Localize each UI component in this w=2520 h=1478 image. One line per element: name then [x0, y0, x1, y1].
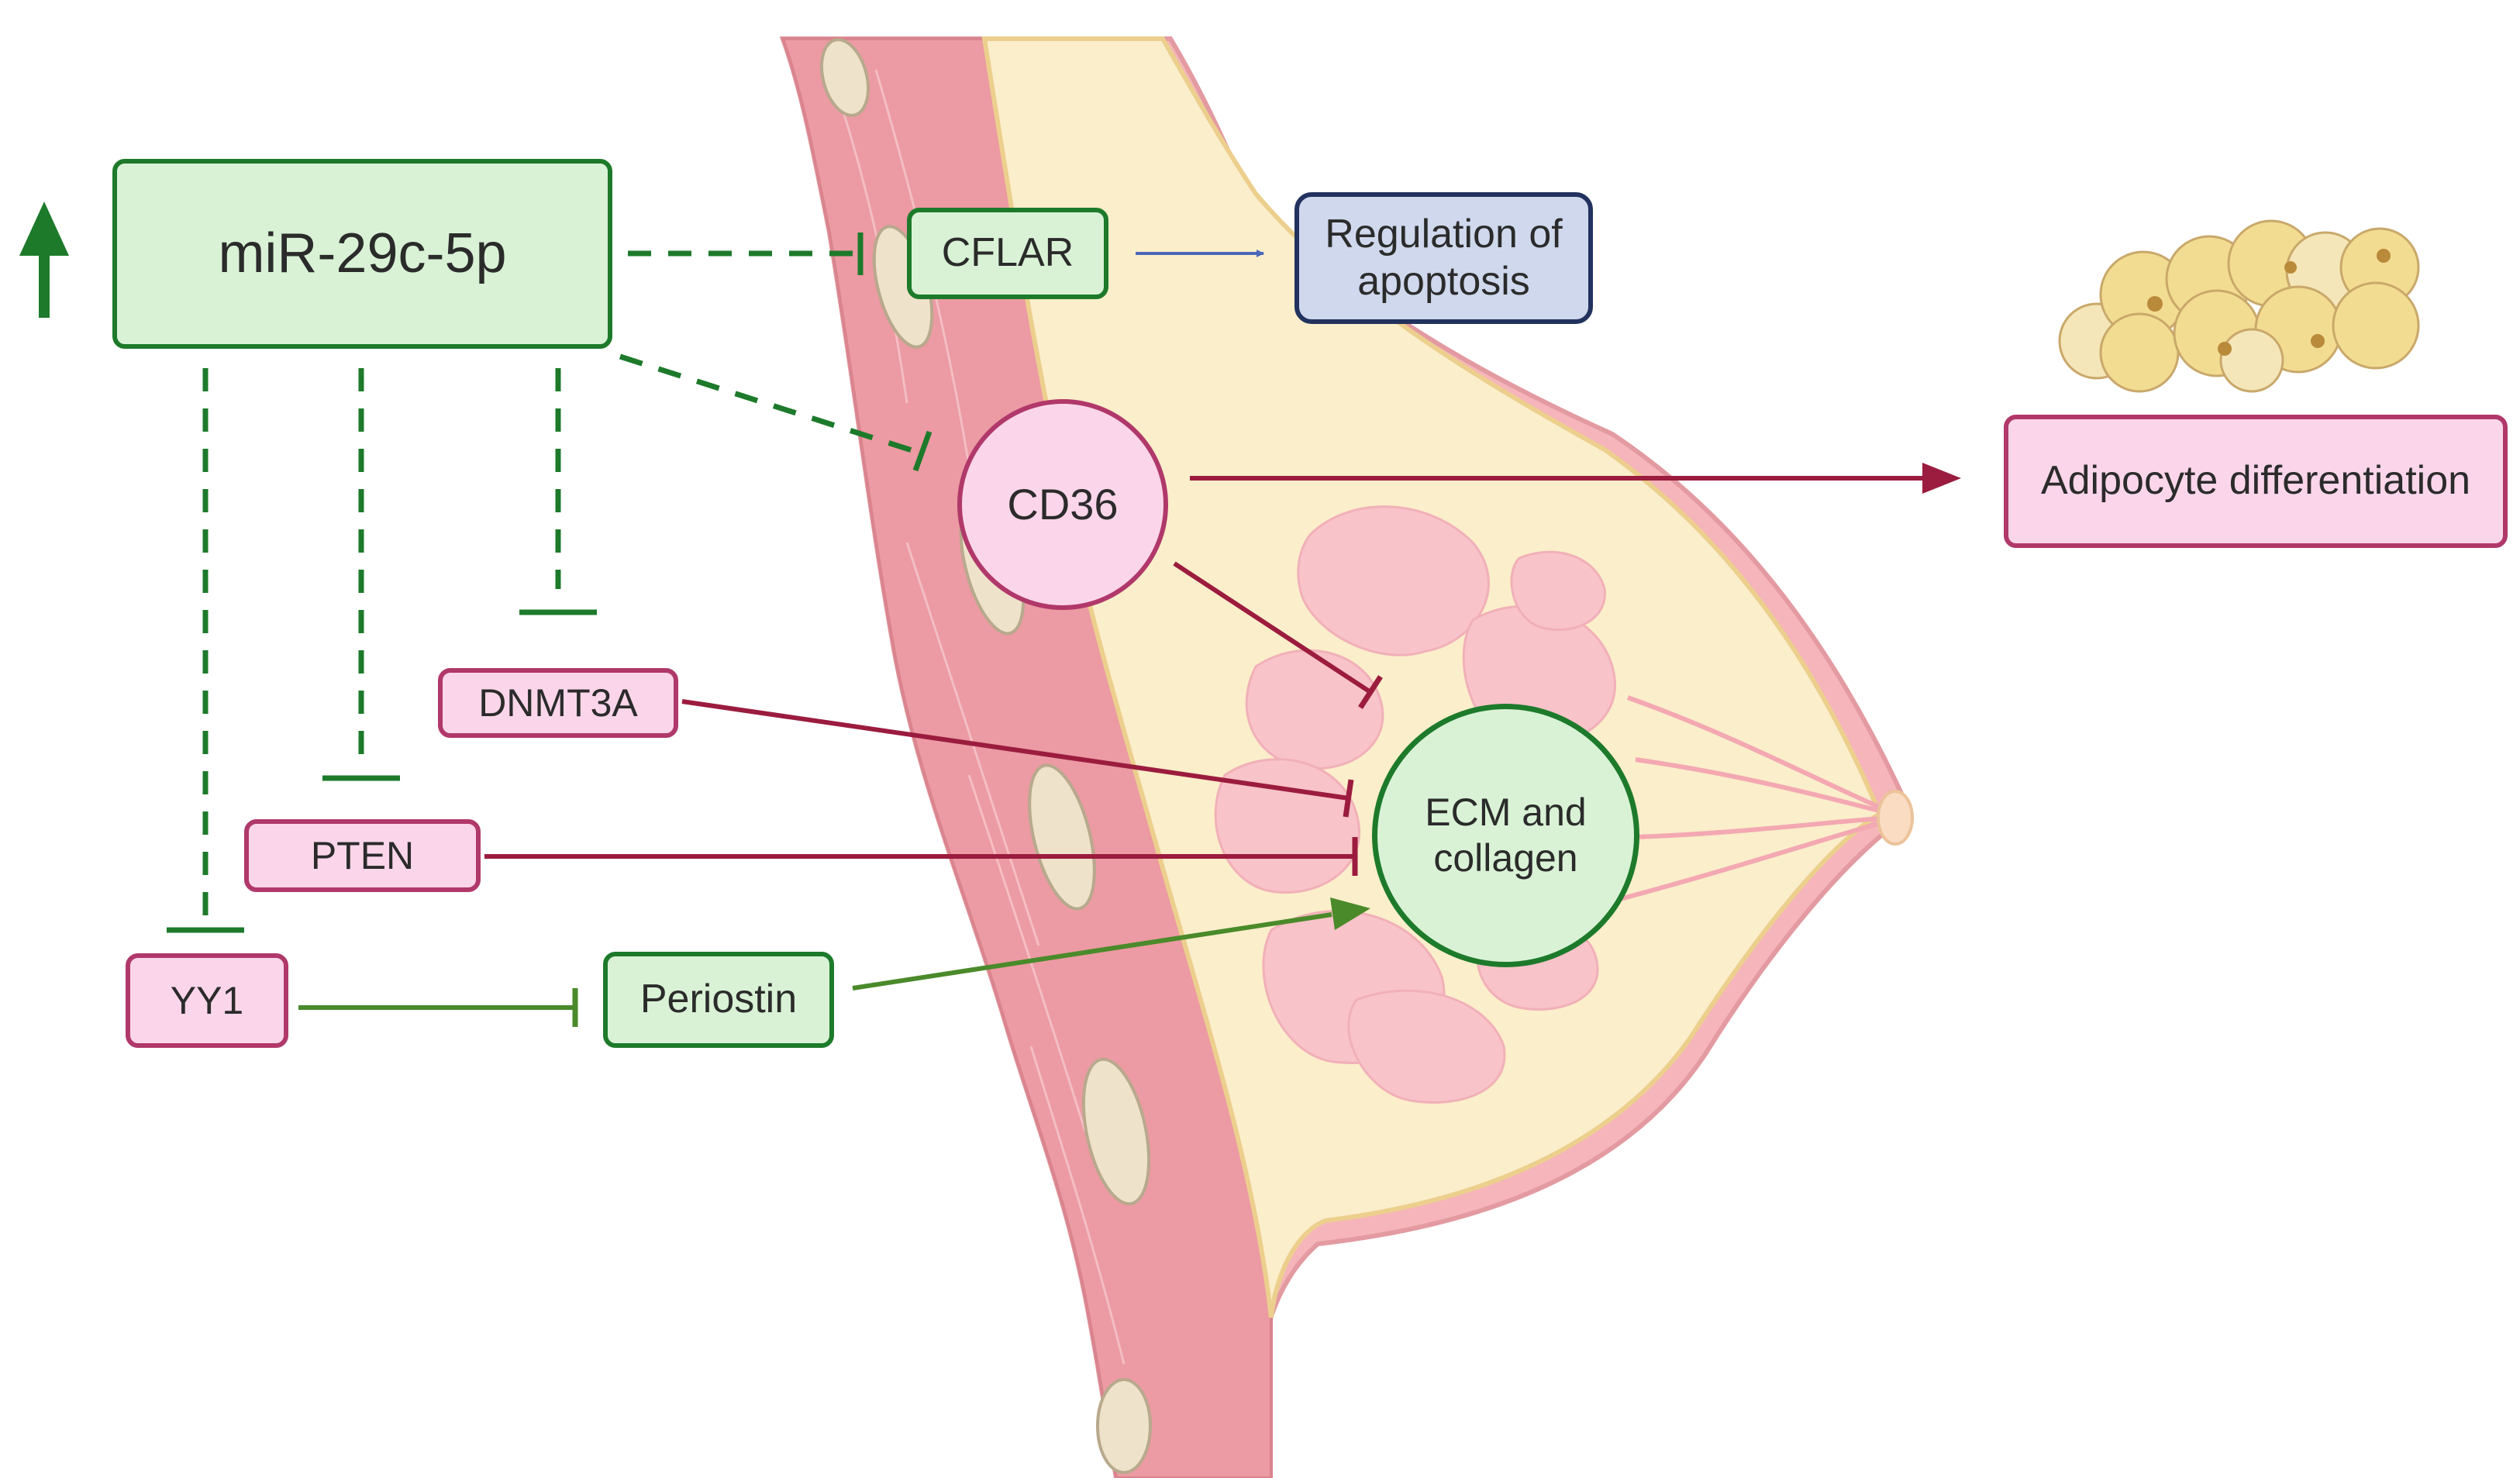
node-cd36: CD36	[957, 399, 1168, 610]
node-adipocyte-differentiation: Adipocyte differentiation	[2004, 415, 2508, 548]
node-dnmt3a: DNMT3A	[438, 668, 678, 738]
adipocyte-cluster-icon	[2058, 219, 2420, 393]
rib-cross-sections	[820, 38, 1152, 1474]
milk-ducts	[1619, 695, 1893, 901]
periostin-label: Periostin	[639, 977, 798, 1022]
edge-dnmt3a-ecm	[681, 699, 1350, 801]
edge-mir-cd36	[619, 353, 928, 458]
node-periostin: Periostin	[603, 952, 834, 1048]
node-mir-29c-5p: miR-29c-5p	[112, 159, 612, 349]
node-ecm-and-collagen: ECM and collagen	[1372, 704, 1639, 967]
breast-illustration	[779, 36, 1914, 1478]
cd36-label: CD36	[1007, 479, 1119, 529]
node-pten: PTEN	[244, 819, 481, 892]
node-yy1: YY1	[126, 953, 288, 1048]
edge-cd36-ecm	[1173, 561, 1372, 694]
edge-periostin-ecm	[852, 897, 1370, 991]
ecm-label: ECM and collagen	[1425, 791, 1587, 880]
node-cflar: CFLAR	[907, 208, 1108, 299]
edge-yy1-periostin	[298, 988, 578, 1027]
dnmt3a-label: DNMT3A	[478, 680, 638, 725]
up-arrow-icon	[19, 202, 69, 318]
cflar-label: CFLAR	[941, 230, 1074, 276]
inhibition-bars-mir	[167, 233, 933, 933]
yy1-label: YY1	[170, 978, 244, 1022]
adipocyte-label: Adipocyte differentiation	[2040, 458, 2471, 504]
nipple	[1877, 790, 1914, 846]
glandular-lobules	[1214, 505, 1616, 1104]
apoptosis-label: Regulation of apoptosis	[1325, 211, 1563, 304]
mir-label: miR-29c-5p	[218, 222, 507, 285]
pten-label: PTEN	[310, 833, 415, 877]
edge-cd36-adipocyte	[1190, 463, 1961, 494]
inhibition-bars-ecm	[1343, 675, 1383, 876]
node-regulation-of-apoptosis: Regulation of apoptosis	[1294, 192, 1593, 324]
